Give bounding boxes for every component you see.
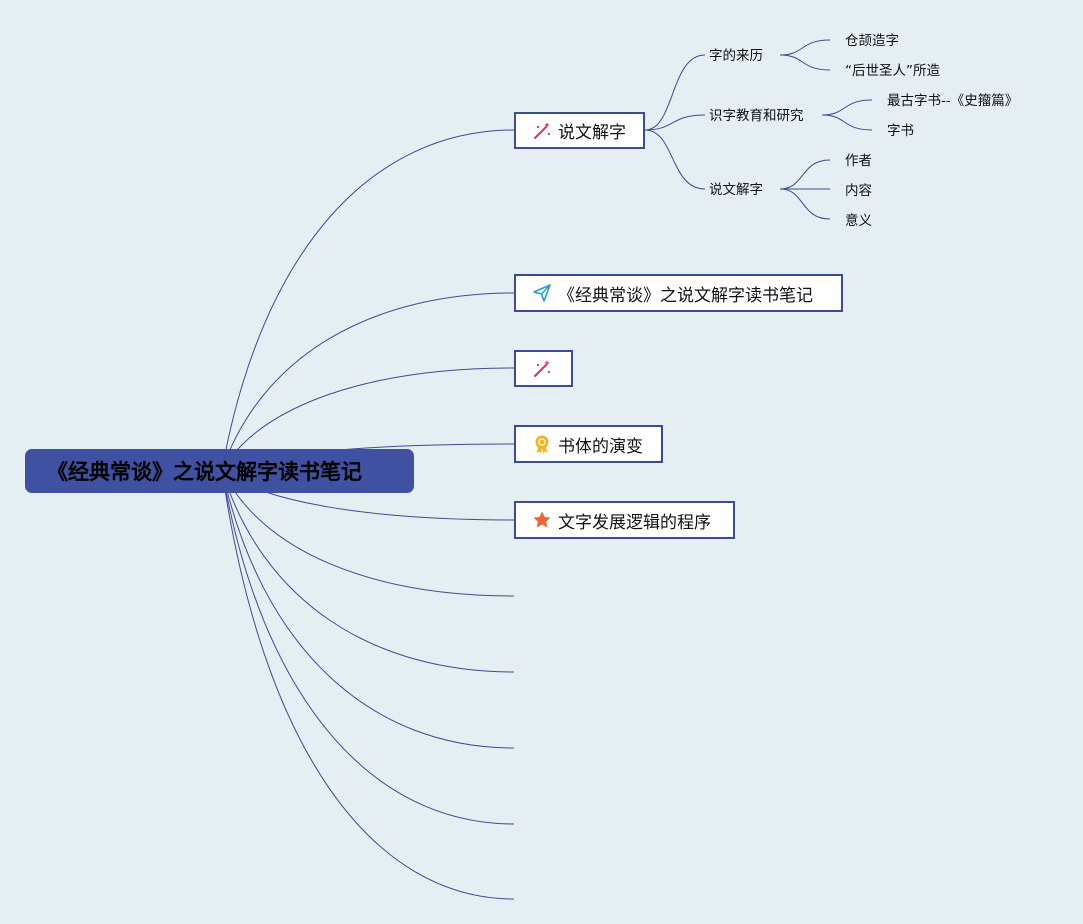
connector-branch-8: [221, 469, 515, 749]
leaf-content[interactable]: 内容: [845, 183, 872, 199]
topic-label: 文字发展逻辑的程序: [558, 512, 711, 533]
leaf-significance[interactable]: 意义: [845, 213, 872, 229]
subtopic-literacy-education[interactable]: 识字教育和研究: [709, 108, 804, 124]
connector-shuowen: [644, 129, 706, 190]
connector-shuowen-leaf-3: [779, 188, 831, 220]
connector-branch-6: [221, 469, 515, 597]
connector-literacy-leaf-2: [821, 114, 873, 131]
award-ribbon-icon: [532, 434, 552, 454]
connector-topic-1: [221, 129, 515, 471]
leaf-later-sages[interactable]: “后世圣人”所造: [845, 63, 940, 79]
connector-branch-10: [221, 469, 515, 900]
leaf-shizhou-pian[interactable]: 最古字书--《史籀篇》: [887, 93, 1019, 109]
connector-topic-2: [221, 292, 515, 471]
paper-plane-icon: [532, 283, 552, 303]
connector-shuowen-leaf-1: [779, 159, 831, 190]
leaf-dictionaries[interactable]: 字书: [887, 123, 914, 139]
subtopic-shuowen-jiezi[interactable]: 说文解字: [709, 182, 763, 198]
magic-wand-icon: [532, 359, 552, 379]
topic-script-evolution[interactable]: 书体的演变: [514, 425, 663, 463]
topic-notes-title[interactable]: 《经典常谈》之说文解字读书笔记: [514, 274, 843, 312]
subtopic-origin-of-characters[interactable]: 字的来历: [709, 48, 763, 64]
topic-label: 书体的演变: [558, 436, 643, 457]
leaf-author[interactable]: 作者: [845, 153, 872, 169]
central-topic[interactable]: 《经典常谈》之说文解字读书笔记: [25, 449, 414, 493]
magic-wand-icon: [532, 121, 552, 141]
connector-literacy: [644, 114, 706, 131]
topic-empty[interactable]: [514, 350, 573, 387]
connector-origin: [644, 54, 706, 131]
topic-label: 《经典常谈》之说文解字读书笔记: [558, 285, 813, 306]
topic-shuowen-jiezi[interactable]: 说文解字: [514, 112, 645, 149]
leaf-cangjie[interactable]: 仓颉造字: [845, 33, 899, 49]
topic-development-logic[interactable]: 文字发展逻辑的程序: [514, 501, 735, 539]
connector-literacy-leaf-1: [821, 99, 873, 116]
connector-topic-3: [221, 367, 515, 471]
connector-branch-7: [221, 469, 515, 673]
connector-origin-leaf-1: [779, 39, 831, 56]
star-icon: [532, 510, 552, 530]
connector-branch-9: [221, 469, 515, 825]
topic-label: 说文解字: [558, 123, 626, 143]
connector-origin-leaf-2: [779, 54, 831, 71]
central-topic-label: 《经典常谈》之说文解字读书笔记: [47, 460, 362, 484]
